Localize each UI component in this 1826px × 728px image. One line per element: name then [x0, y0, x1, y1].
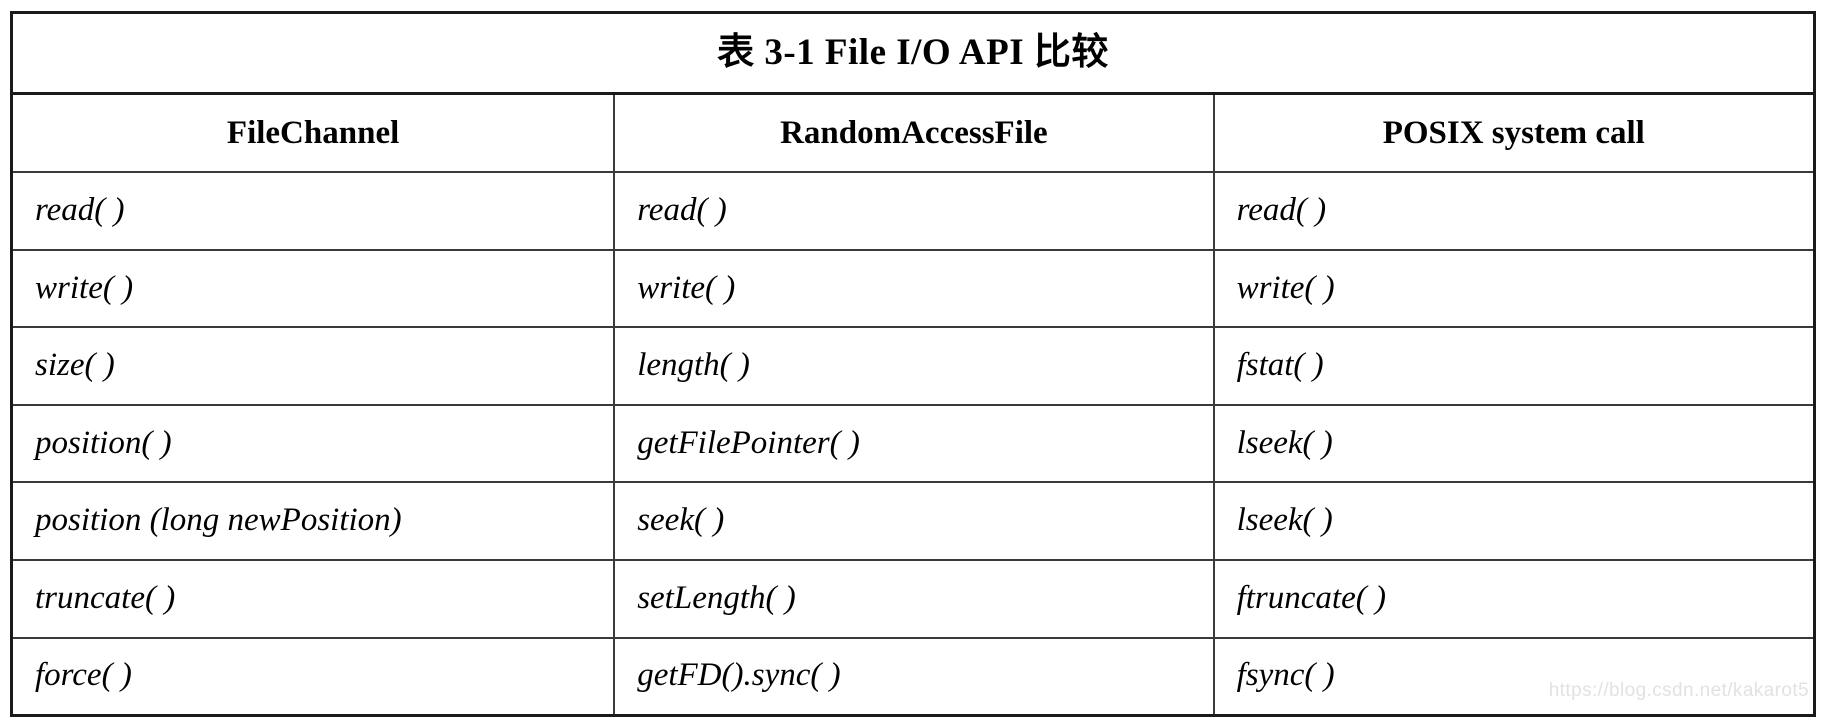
cell-posix-lseek-2: lseek( ) [1213, 482, 1813, 561]
table-title-row: 表 3-1 File I/O API 比较 [13, 14, 1813, 95]
table-row: truncate( ) setLength( ) ftruncate( ) [13, 559, 1813, 639]
column-header-filechannel: FileChannel [13, 93, 616, 174]
column-header-posix-system-call: POSIX system call [1213, 93, 1813, 174]
table-row: force( ) getFD().sync( ) fsync( ) [13, 637, 1813, 714]
cell-text: position (long newPosition) [35, 502, 402, 539]
table-row: position (long newPosition) seek( ) lsee… [13, 482, 1813, 561]
table-title: 表 3-1 File I/O API 比较 [13, 14, 1813, 95]
cell-posix-fsync: fsync( ) [1213, 637, 1813, 714]
table-row: size( ) length( ) fstat( ) [13, 327, 1813, 406]
column-header-randomaccessfile: RandomAccessFile [614, 93, 1215, 174]
cell-text: lseek( ) [1236, 424, 1333, 461]
cell-posix-read: read( ) [1213, 172, 1813, 251]
cell-text: fsync( ) [1236, 657, 1335, 694]
api-comparison-table: 表 3-1 File I/O API 比较 FileChannel Random… [13, 14, 1813, 714]
cell-randomaccessfile-read: read( ) [614, 172, 1215, 251]
cell-text: getFilePointer( ) [637, 424, 860, 461]
table-row: position( ) getFilePointer( ) lseek( ) [13, 404, 1813, 484]
cell-randomaccessfile-write: write( ) [614, 249, 1215, 329]
cell-filechannel-read: read( ) [13, 172, 616, 251]
cell-posix-fstat: fstat( ) [1213, 327, 1813, 406]
cell-text: setLength( ) [637, 579, 796, 616]
cell-text: lseek( ) [1236, 502, 1333, 539]
cell-text: length( ) [637, 347, 750, 384]
cell-text: ftruncate( ) [1236, 579, 1386, 616]
cell-randomaccessfile-setlength: setLength( ) [614, 559, 1215, 639]
cell-randomaccessfile-length: length( ) [614, 327, 1215, 406]
api-comparison-table-container: 表 3-1 File I/O API 比较 FileChannel Random… [10, 11, 1816, 717]
cell-text: position( ) [35, 424, 172, 461]
cell-text: size( ) [35, 347, 115, 384]
table-row: read( ) read( ) read( ) [13, 172, 1813, 251]
cell-text: read( ) [1236, 192, 1327, 229]
cell-randomaccessfile-getfd-sync: getFD().sync( ) [614, 637, 1215, 714]
cell-text: seek( ) [637, 502, 725, 539]
cell-posix-ftruncate: ftruncate( ) [1213, 559, 1813, 639]
cell-randomaccessfile-getfilepointer: getFilePointer( ) [614, 404, 1215, 484]
cell-text: write( ) [35, 269, 134, 306]
cell-posix-write: write( ) [1213, 249, 1813, 329]
table-header-row: FileChannel RandomAccessFile POSIX syste… [13, 93, 1813, 174]
cell-text: read( ) [637, 192, 727, 229]
cell-filechannel-truncate: truncate( ) [13, 559, 616, 639]
cell-text: write( ) [1236, 269, 1335, 306]
cell-filechannel-write: write( ) [13, 249, 616, 329]
cell-filechannel-force: force( ) [13, 637, 616, 714]
cell-text: read( ) [35, 192, 125, 229]
cell-text: force( ) [35, 657, 132, 694]
cell-filechannel-position: position( ) [13, 404, 616, 484]
cell-randomaccessfile-seek: seek( ) [614, 482, 1215, 561]
cell-text: write( ) [637, 269, 736, 306]
cell-text: truncate( ) [35, 579, 176, 616]
cell-text: getFD().sync( ) [637, 657, 841, 694]
table-row: write( ) write( ) write( ) [13, 249, 1813, 329]
cell-posix-lseek: lseek( ) [1213, 404, 1813, 484]
cell-text: fstat( ) [1236, 347, 1324, 384]
cell-filechannel-size: size( ) [13, 327, 616, 406]
cell-filechannel-position-long: position (long newPosition) [13, 482, 616, 561]
